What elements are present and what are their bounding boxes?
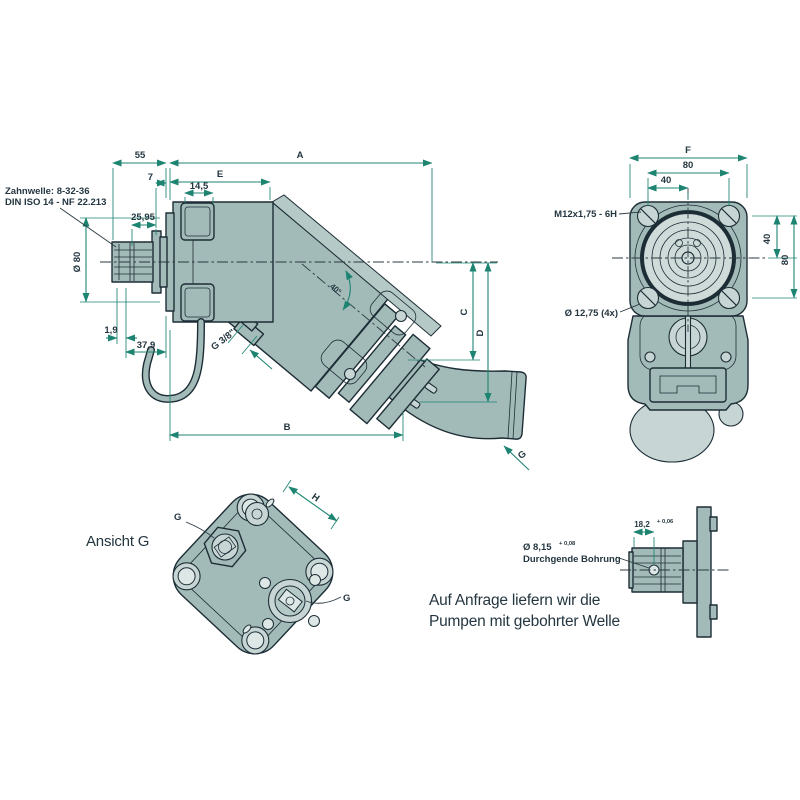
- spline-note: Zahnwelle: 8-32-36 DIN ISO 14 - NF 22.21…: [5, 186, 117, 248]
- dim-25-95: 25,95: [131, 212, 155, 223]
- bore-label: Durchgende Bohrung: [523, 554, 621, 565]
- dim-C: C: [459, 308, 470, 315]
- dim-40-right: 40: [762, 234, 773, 245]
- hex-plug-port: [203, 526, 247, 568]
- side-view: 40°: [5, 150, 530, 471]
- shaft-detail-view: 18,2 + 0,06 Ø 8,15 + 0,08 Durchgende Boh…: [429, 506, 730, 638]
- port-g2-label: G: [343, 593, 350, 604]
- view-g-arrow: [503, 445, 530, 471]
- note-line2: Pumpen mit gebohrter Welle: [429, 613, 620, 630]
- front-view-labels: M12x1,75 - 6H Ø 12,75 (4x): [554, 209, 642, 319]
- tol-18-2: + 0,06: [657, 519, 674, 525]
- spline-note-line1: Zahnwelle: 8-32-36: [5, 186, 89, 197]
- port-g38-label: G 3/8": [209, 327, 238, 353]
- flange-plate: [696, 506, 712, 638]
- dim-E: E: [217, 169, 223, 180]
- port-view-g: H G G Ansicht G: [86, 479, 350, 655]
- port-bolt-hole: [343, 367, 357, 381]
- port-g1-label: G: [174, 512, 181, 523]
- dim-40-top: 40: [661, 175, 672, 186]
- flange-screws: [636, 204, 741, 310]
- dim-B: B: [284, 422, 291, 433]
- dim-F: F: [685, 145, 691, 156]
- view-g-caption: Ansicht G: [86, 533, 149, 550]
- pin-boss: [244, 501, 270, 527]
- dim-D: D: [475, 329, 486, 336]
- housing-chamfer-facet: [271, 194, 442, 337]
- dim-14-5: 14,5: [190, 181, 209, 192]
- drain-pipe: [141, 318, 205, 403]
- bottom-port-flange: [649, 367, 727, 403]
- note-line1: Auf Anfrage liefern wir die: [429, 592, 600, 609]
- valve-block: [349, 333, 431, 425]
- mounting-boss-top: [180, 202, 215, 241]
- port-plate: [337, 325, 407, 403]
- dim-7: 7: [148, 172, 153, 183]
- dim-18-2: 18,2: [634, 520, 650, 529]
- bore-diameter-label: Ø 8,15: [523, 542, 552, 553]
- bolt-holes-label: Ø 12,75 (4x): [565, 308, 618, 319]
- front-view-dimensions: F 80 40 40 80: [629, 145, 798, 299]
- angle-arc: [342, 270, 353, 311]
- round-port: [267, 578, 313, 624]
- front-view: F 80 40 40 80 M12x1,75 - 6H Ø 12,75 (4x): [554, 145, 798, 463]
- port-channel: [320, 339, 368, 385]
- dim-80-right: 80: [780, 255, 791, 266]
- dim-80-top: 80: [683, 160, 694, 171]
- dim-A: A: [297, 150, 304, 161]
- thread-label: M12x1,75 - 6H: [554, 209, 617, 220]
- dim-55: 55: [135, 150, 146, 161]
- shaft-hub: [682, 540, 698, 604]
- spline-note-line2: DIN ISO 14 - NF 22.213: [5, 197, 106, 208]
- centerline-bent-axis: [301, 263, 426, 368]
- port-channel: [369, 290, 417, 336]
- dim-dia-80: Ø 80: [72, 252, 83, 273]
- port-bolt-hole: [394, 309, 408, 323]
- mounting-boss-bottom: [180, 283, 215, 322]
- dim-1-9: 1,9: [104, 325, 117, 336]
- shaft-detail-dimensions: 18,2 + 0,06 Ø 8,15 + 0,08 Durchgende Boh…: [523, 519, 674, 569]
- dim-37-9: 37,9: [137, 340, 156, 351]
- tol-bore: + 0,08: [559, 541, 576, 547]
- end-plate: [376, 358, 440, 430]
- side-view-dimensions: 55 7 A E 14,5 25,95 Ø 80 1,9 37,9 B C D …: [72, 150, 530, 471]
